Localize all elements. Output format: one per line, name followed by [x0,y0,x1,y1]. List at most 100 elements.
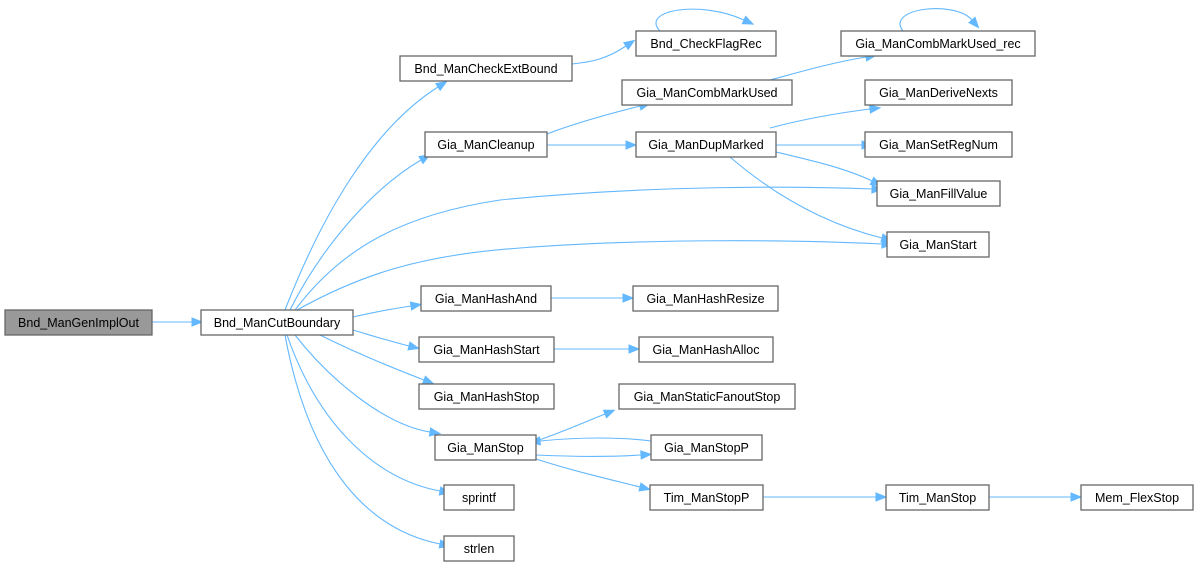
node-bnd-mangenimplout: Bnd_ManGenImplOut [4,309,153,336]
edge-line [769,108,871,129]
node-label: Gia_ManCleanup [437,138,534,152]
node-box [618,383,796,410]
arrowhead-icon [622,39,636,51]
node-bnd-mancutboundary[interactable]: Bnd_ManCutBoundary [200,309,354,336]
edge-line [294,334,431,433]
node-label: Gia_ManStart [899,238,977,252]
edge-line [655,8,745,32]
arrowhead-icon [622,293,635,303]
arrowhead-icon [409,301,423,311]
edge-gia-manstop-to-gia-manstaticfanoutstop [535,409,616,442]
arrowhead-icon [638,482,652,492]
edge-bnd-mancutboundary-to-strlen [284,334,452,549]
edge-bnd-mancutboundary-to-gia-manfillvalue [294,184,884,311]
node-box [420,285,552,312]
node-box [649,484,764,511]
node-box [1080,484,1194,511]
node-bnd-mancheckextbound[interactable]: Bnd_ManCheckExtBound [399,55,573,82]
node-sprintf[interactable]: sprintf [443,484,515,511]
edge-gia-manhashstart-to-gia-manhashalloc [554,344,641,354]
node-label: Gia_ManDeriveNexts [879,86,998,100]
node-gia-mancombmarkused[interactable]: Gia_ManCombMarkUsed [621,79,793,106]
edge-gia-mancleanup-to-gia-mandupmarked [547,140,638,150]
node-gia-manhashalloc[interactable]: Gia_ManHashAlloc [638,336,774,363]
node-label: sprintf [462,491,497,505]
edge-line [284,334,441,545]
node-tim-manstopp[interactable]: Tim_ManStopP [649,484,764,511]
node-gia-manstopp[interactable]: Gia_ManStopP [650,434,763,461]
arrowhead-icon [625,140,638,150]
node-box [399,55,573,82]
edge-bnd-checkflagrec-to-bnd-checkflagrec [655,8,755,32]
node-box [632,285,779,312]
edge-line [352,329,410,347]
edge-line [289,159,422,311]
edge-line [546,105,641,135]
edge-gia-mancleanup-to-gia-mancombmarkused [546,101,652,135]
node-label: Gia_ManHashStart [433,343,540,357]
edge-line [899,8,973,32]
edge-line [769,56,867,81]
edge-line [294,186,873,311]
edge-line [352,305,412,318]
edge-bnd-mancutboundary-to-gia-manhashstop [319,334,435,385]
edge-gia-mandupmarked-to-gia-manstart [729,156,894,243]
edge-bnd-mangenimplout-to-bnd-mancutboundary [152,317,204,327]
node-label: Gia_ManStop [447,441,523,455]
node-gia-mancleanup[interactable]: Gia_ManCleanup [424,131,548,158]
edge-line [539,437,652,442]
edge-bnd-mancutboundary-to-gia-mancleanup [289,154,431,311]
node-tim-manstop[interactable]: Tim_ManStop [885,484,990,511]
edge-bnd-mancheckextbound-to-bnd-checkflagrec [571,39,636,65]
arrowhead-icon [1070,492,1083,502]
node-gia-manstaticfanoutstop[interactable]: Gia_ManStaticFanoutStop [618,383,796,410]
node-label: Gia_ManSetRegNum [879,138,998,152]
arrowhead-icon [602,409,616,419]
node-strlen[interactable]: strlen [443,535,515,562]
arrowhead-icon [628,344,641,354]
edge-gia-manhashand-to-gia-manhashresize [550,293,635,303]
arrowhead-icon [407,341,421,351]
edge-line [535,454,642,458]
node-label: Gia_ManCombMarkUsed_rec [855,37,1020,51]
node-box [864,79,1013,106]
node-gia-manhashstart[interactable]: Gia_ManHashStart [418,336,555,363]
node-gia-manhashstop[interactable]: Gia_ManHashStop [418,383,555,410]
node-gia-mandupmarked[interactable]: Gia_ManDupMarked [635,131,777,158]
node-label: Gia_ManHashAnd [435,292,537,306]
edge-bnd-mancutboundary-to-bnd-mancheckextbound [284,80,448,311]
edge-bnd-mancutboundary-to-gia-manhashand [352,301,423,318]
edge-line [775,151,873,182]
edge-line [571,45,627,65]
edge-bnd-mancutboundary-to-gia-manstop [294,334,442,437]
node-box [886,231,990,258]
edge-bnd-mancutboundary-to-gia-manstart [296,239,894,311]
node-bnd-checkflagrec[interactable]: Bnd_CheckFlagRec [635,30,777,57]
node-gia-manstart[interactable]: Gia_ManStart [886,231,990,258]
edge-gia-mandupmarked-to-gia-mansetregnum [776,140,874,150]
node-label: Gia_ManDupMarked [648,138,763,152]
node-box [443,535,515,562]
node-gia-manhashand[interactable]: Gia_ManHashAnd [420,285,552,312]
node-gia-mancombmarkused-rec[interactable]: Gia_ManCombMarkUsed_rec [840,30,1036,57]
edge-line [284,86,439,311]
edge-line [535,458,641,488]
node-box [876,180,1001,207]
edge-line [296,240,883,311]
node-gia-manderivenexts[interactable]: Gia_ManDeriveNexts [864,79,1013,106]
node-label: Bnd_CheckFlagRec [650,37,761,51]
node-box [650,434,763,461]
node-label: Bnd_ManGenImplOut [18,316,139,330]
node-label: Bnd_ManCheckExtBound [414,62,557,76]
node-mem-flexstop[interactable]: Mem_FlexStop [1080,484,1194,511]
node-gia-manfillvalue[interactable]: Gia_ManFillValue [876,180,1001,207]
arrowhead-icon [875,492,888,502]
node-label: Gia_ManHashStop [434,390,540,404]
arrowhead-icon [421,375,435,385]
node-gia-mansetregnum[interactable]: Gia_ManSetRegNum [864,131,1013,158]
node-gia-manstop[interactable]: Gia_ManStop [434,434,537,461]
node-label: strlen [464,542,495,556]
arrowhead-icon [868,104,882,114]
node-gia-manhashresize[interactable]: Gia_ManHashResize [632,285,779,312]
node-label: Gia_ManStaticFanoutStop [634,390,781,404]
